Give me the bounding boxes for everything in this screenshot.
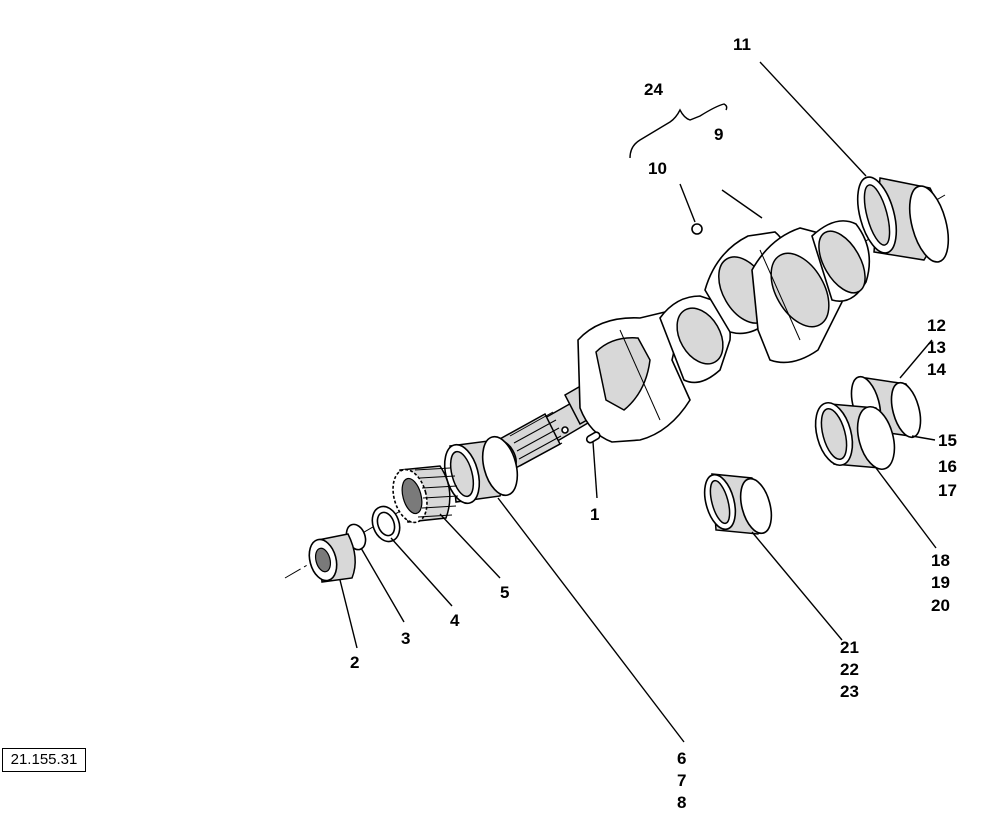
callout-10: 10 (648, 159, 667, 178)
callout-6: 6 (677, 749, 686, 768)
callout-7: 7 (677, 771, 686, 790)
callout-14: 14 (927, 360, 946, 379)
callout-22: 22 (840, 660, 859, 679)
callout-1: 1 (590, 505, 599, 524)
callout-8: 8 (677, 793, 686, 812)
part-18-20-bearing-shell (814, 401, 896, 471)
callout-labels: 1 2 3 4 5 6 7 8 9 10 11 12 13 14 15 16 1… (350, 35, 957, 812)
callout-16: 16 (938, 457, 957, 476)
callout-12: 12 (927, 316, 946, 335)
part-4-washer (371, 505, 401, 543)
part-5-gear (392, 465, 459, 524)
callout-21: 21 (840, 638, 859, 657)
part-1-key (585, 431, 601, 444)
part-11-bushing (856, 176, 950, 263)
callout-20: 20 (931, 596, 950, 615)
callout-4: 4 (450, 611, 460, 630)
callout-11: 11 (733, 35, 751, 54)
callout-24: 24 (644, 80, 663, 99)
part-2-spacer (308, 533, 356, 583)
callout-3: 3 (401, 629, 410, 648)
callout-2: 2 (350, 653, 359, 672)
figure-reference-code: 21.155.31 (2, 748, 86, 772)
callout-15: 15 (938, 431, 957, 450)
part-21-23-bushing (703, 473, 773, 535)
callout-23: 23 (840, 682, 859, 701)
part-10-oring (691, 223, 703, 235)
callout-9: 9 (714, 125, 723, 144)
leader-lines (339, 61, 937, 743)
callout-19: 19 (931, 573, 950, 592)
callout-17: 17 (938, 481, 957, 500)
part-6-8-bushing (443, 435, 519, 505)
callout-18: 18 (931, 551, 950, 570)
callout-13: 13 (927, 338, 946, 357)
callout-5: 5 (500, 583, 509, 602)
crankshaft (493, 220, 871, 472)
